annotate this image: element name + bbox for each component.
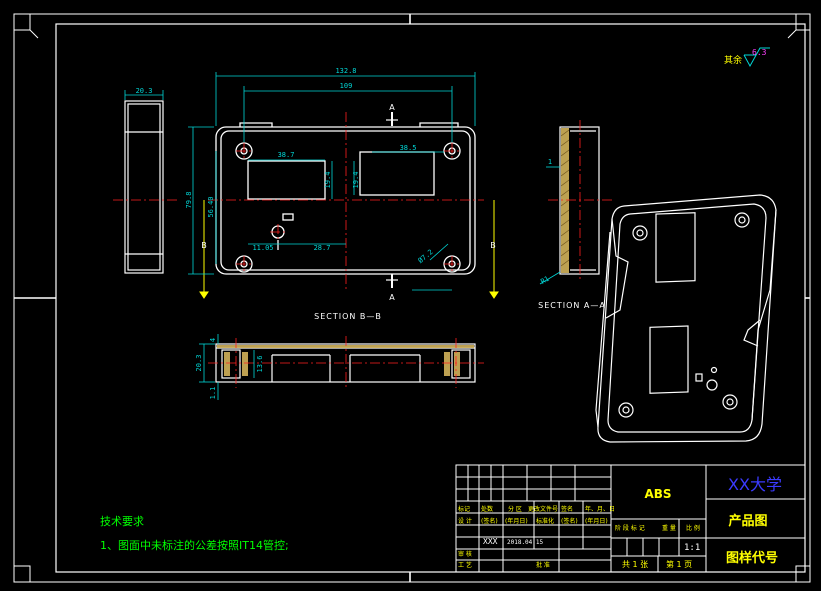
top-view: A A B B (185, 67, 499, 321)
title-block: 标记 处数 分 区 更改文件号 签名 年、月、日 设 计 (签名) (年月日) … (455, 464, 806, 573)
section-aa-label: SECTION A—A (538, 301, 606, 310)
notes-heading: 技术要求 (100, 515, 144, 528)
scale-value: 1:1 (684, 543, 700, 553)
hdr-zone: 分 区 (508, 505, 522, 513)
hdr-count: 处数 (481, 505, 493, 513)
dim-window-right-height: 19.4 (352, 172, 360, 189)
dim-top-step: 4 (209, 338, 217, 342)
section-cut-a-bottom: A (389, 293, 395, 302)
stage-labels: 阶 段 标 记 (615, 524, 645, 532)
process-label: 工 艺 (458, 561, 472, 569)
dim-hole-offset: 11.05 (252, 244, 273, 252)
dim-window-left-height: 19.4 (324, 172, 332, 189)
dim-wall-thickness: 1 (548, 158, 552, 166)
drawing-name: 产品图 (728, 513, 767, 529)
hdr-mark: 标记 (458, 505, 470, 513)
section-bb-label: SECTION B—B (314, 312, 382, 321)
design-date: (年月日) (505, 517, 528, 525)
notes-line-1: 1、图面中未标注的公差按照IT14管控; (100, 538, 289, 552)
dim-outer-height: 79.8 (185, 192, 193, 209)
standard-sign: (签名) (561, 517, 578, 525)
design-sign: (签名) (481, 517, 498, 525)
dim-bottom-step: 1.1 (209, 387, 217, 400)
design-label: 设 计 (458, 517, 472, 525)
roughness-word: 其余 (724, 54, 742, 66)
dim-inner-height: 56.40 (207, 196, 215, 217)
weight-label: 重 量 (662, 524, 676, 532)
section-cut-a-top: A (389, 103, 395, 112)
standard-date: (年月日) (585, 517, 608, 525)
school-name: XX大学 (728, 475, 782, 494)
dim-window-right-width: 38.5 (400, 144, 417, 152)
section-cut-b-right: B (490, 241, 496, 250)
roughness-symbol: 其余 6.3 (724, 47, 770, 68)
drawer-name: XXX (483, 537, 498, 546)
front-section-view: 20.3 4 1.1 13.6 (195, 334, 484, 400)
material: ABS (644, 487, 671, 501)
dim-section-height: 20.3 (195, 355, 203, 372)
sheet-number: 第 1 页 (666, 559, 692, 569)
left-side-view: 20.3 (113, 87, 178, 274)
hdr-date: 年、月、日 (585, 505, 615, 513)
roughness-value: 6.3 (752, 48, 767, 57)
sheets-total: 共 1 张 (622, 560, 648, 569)
dim-side-radius: R1 (539, 275, 550, 286)
dim-boss-height: 13.6 (256, 356, 264, 373)
scale-label: 比 例 (686, 524, 700, 532)
draw-date: 2018.04.15 (507, 539, 544, 546)
hdr-change-doc: 更改文件号 (528, 505, 558, 513)
isometric-view (595, 194, 777, 443)
dim-hole-gap: 28.7 (314, 244, 331, 252)
standard-label: 标准化 (536, 517, 554, 525)
section-cut-b-left: B (201, 241, 207, 250)
section-aa-view: 1 R1 SECTION A—A (538, 120, 612, 310)
hdr-sign: 签名 (561, 505, 573, 513)
approve-label: 批 准 (536, 561, 550, 569)
drawing-number: 图样代号 (726, 550, 778, 566)
technical-requirements: 技术要求 1、图面中未标注的公差按照IT14管控; (100, 515, 289, 552)
dim-width-left: 20.3 (136, 87, 153, 95)
dim-window-left-width: 38.7 (278, 151, 295, 159)
dim-inner-width: 109 (340, 82, 353, 90)
audit-label: 审 核 (458, 550, 472, 558)
dim-outer-width: 132.8 (335, 67, 356, 75)
